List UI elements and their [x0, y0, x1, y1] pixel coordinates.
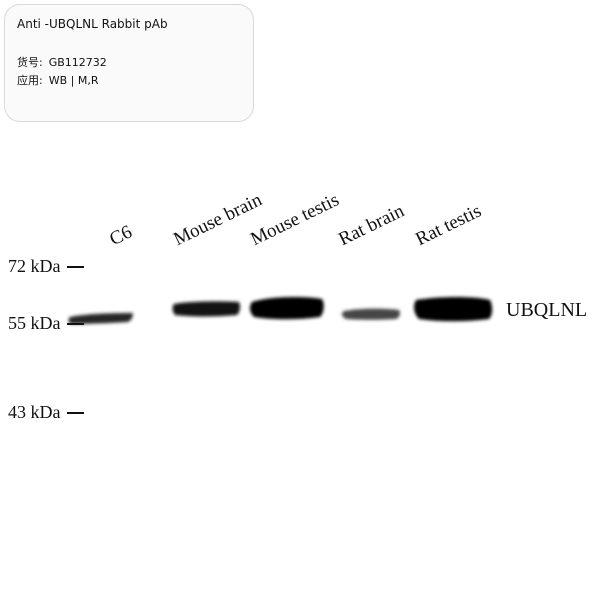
catalog-number-row: 货号: GB112732 [17, 54, 107, 70]
marker-43kda: 43 kDa [8, 402, 84, 423]
marker-tick-43kda [66, 411, 84, 414]
band-mouse-brain [172, 301, 241, 317]
marker-tick-72kda [66, 265, 84, 268]
band-mouse-testis [249, 297, 324, 320]
marker-label-43kda: 43 kDa [8, 402, 61, 422]
application-label: 应用: [17, 74, 43, 87]
marker-72kda: 72 kDa [8, 256, 84, 277]
catalog-number-label: 货号: [17, 56, 43, 69]
marker-label-55kda: 55 kDa [8, 313, 61, 333]
band-c6 [68, 313, 133, 324]
marker-label-72kda: 72 kDa [8, 256, 61, 276]
product-title: Anti -UBQLNL Rabbit pAb [17, 17, 168, 31]
application-row: 应用: WB | M,R [17, 72, 98, 88]
band-rat-brain [341, 308, 400, 320]
product-info-card: Anti -UBQLNL Rabbit pAb 货号: GB112732 应用: W… [4, 4, 254, 122]
application-value: WB | M,R [48, 74, 99, 87]
band-rat-testis [414, 297, 493, 322]
target-protein-label: UBQLNL [506, 299, 588, 321]
catalog-number-value: GB112732 [48, 56, 107, 69]
